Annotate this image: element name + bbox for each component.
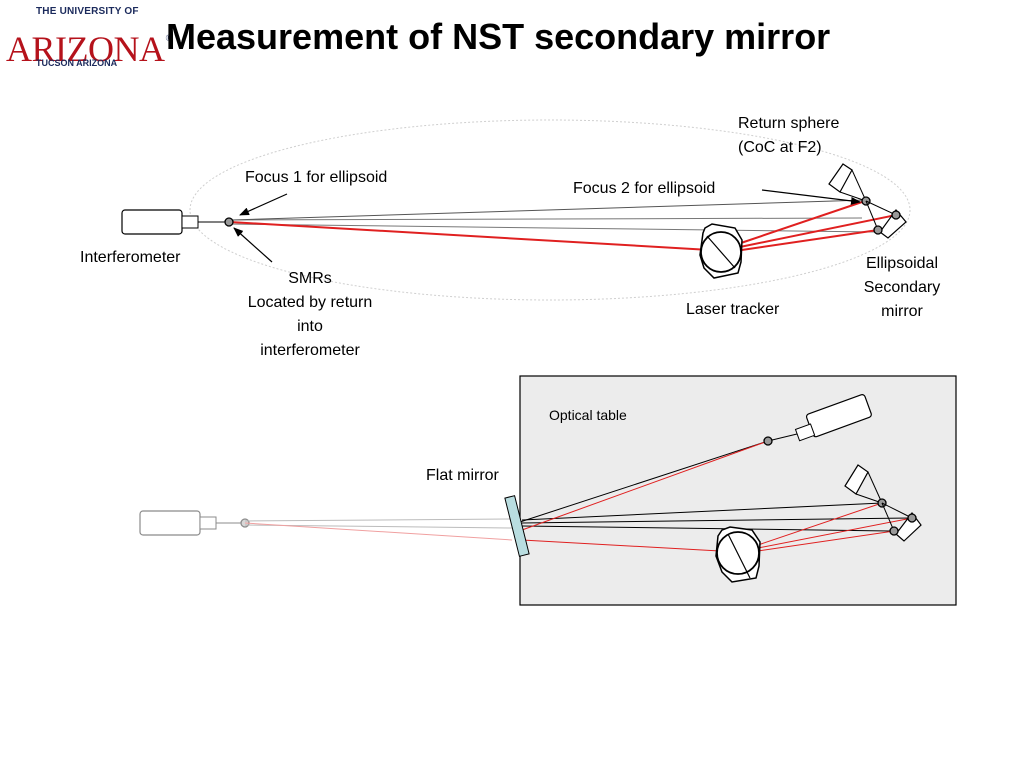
return-sphere-label-line2: (CoC at F2): [738, 139, 822, 156]
return-sphere-label: Return sphere (CoC at F2): [738, 112, 839, 160]
laser-tracker-label: Laser tracker: [686, 301, 780, 318]
smrs-label-line2: Located by return: [247, 294, 373, 311]
optical-table-label: Optical table: [549, 407, 627, 423]
flat-mirror-label: Flat mirror: [426, 467, 499, 484]
focus1-label: Focus 1 for ellipsoid: [245, 169, 388, 186]
smrs-label-line4: interferometer: [260, 342, 360, 359]
logo-line-1: The University of: [36, 6, 139, 17]
secondary-mirror-label-line3: mirror: [881, 303, 923, 320]
smrs-label: SMRs Located by return into interferomet…: [230, 267, 390, 363]
table-interferometer: [763, 394, 872, 446]
table-laser-tracker: [715, 526, 761, 583]
secondary-mirror-device: [865, 200, 907, 239]
table-return-sphere: [844, 464, 887, 508]
focus1-arrow: [239, 193, 288, 216]
secondary-mirror-label-line2: Secondary: [863, 279, 941, 296]
reference-beams: [227, 199, 879, 233]
laser-tracker-device: [699, 223, 743, 279]
flat-mirror-device: [504, 495, 530, 557]
tracker-beams: [229, 200, 897, 252]
focus2-label: Focus 2 for ellipsoid: [573, 180, 716, 197]
smrs-arrow: [233, 227, 273, 263]
interferometer-label: Interferometer: [80, 249, 181, 266]
return-sphere-device: [828, 163, 871, 206]
table-secondary-mirror: [881, 502, 922, 542]
smrs-label-line3: into: [297, 318, 323, 335]
secondary-mirror-label-line1: Ellipsoidal: [865, 255, 939, 272]
smrs-label-line1: SMRs: [288, 270, 332, 287]
table-beams: [519, 440, 913, 552]
faded-interferometer: [139, 510, 250, 536]
return-sphere-label-line1: Return sphere: [738, 115, 840, 132]
secondary-mirror-label: Ellipsoidal Secondary mirror: [848, 252, 956, 324]
incoming-beams: [244, 518, 513, 541]
focus1-smr: [224, 217, 234, 227]
interferometer-device: [121, 209, 228, 235]
ellipsoid-outline: [189, 119, 911, 301]
university-logo: The University of Arizona® Tucson Arizon…: [4, 4, 172, 72]
slide-title: Measurement of NST secondary mirror: [166, 16, 831, 57]
logo-line-3: Tucson Arizona: [36, 58, 118, 68]
logo-line-2: Arizona®: [6, 29, 172, 69]
focus2-arrow: [761, 189, 861, 205]
logo-wordmark: Arizona: [6, 29, 165, 69]
